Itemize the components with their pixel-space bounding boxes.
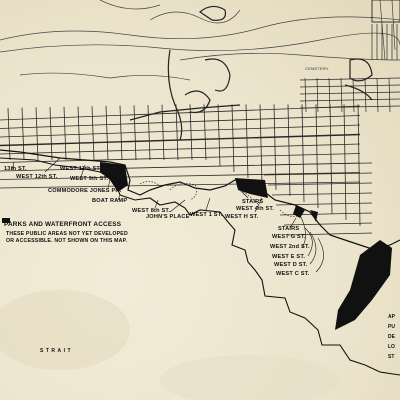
street-line bbox=[189, 104, 193, 161]
street-line bbox=[328, 77, 331, 113]
street-line bbox=[304, 77, 307, 113]
street-line bbox=[301, 104, 305, 203]
street-line bbox=[175, 104, 179, 161]
label-west-d-st: WEST D ST. bbox=[274, 262, 308, 268]
street-line bbox=[271, 192, 373, 196]
ravine-dots bbox=[139, 181, 301, 217]
street-line bbox=[263, 172, 373, 176]
street-line bbox=[343, 104, 347, 221]
street-line bbox=[63, 106, 67, 161]
street-line bbox=[203, 104, 207, 161]
paper-stain bbox=[160, 355, 340, 400]
street-line bbox=[376, 77, 379, 113]
label-west-1-st: WEST 1 ST. bbox=[190, 212, 223, 218]
street-line bbox=[217, 104, 221, 167]
street-line bbox=[7, 107, 11, 161]
street-line bbox=[299, 98, 400, 102]
street-line bbox=[273, 104, 277, 191]
paper-stain bbox=[0, 290, 130, 370]
street-line bbox=[259, 104, 263, 185]
street-line bbox=[316, 77, 319, 113]
street-line bbox=[105, 105, 109, 161]
street-grid bbox=[0, 104, 373, 236]
street-line bbox=[0, 105, 361, 121]
svg-text:ST: ST bbox=[388, 354, 394, 360]
hill-roads bbox=[129, 5, 373, 141]
label-strait: STRAIT bbox=[40, 348, 73, 354]
street-line bbox=[0, 115, 361, 129]
legend-line-2: OR ACCESSIBLE. NOT SHOWN ON THIS MAP. bbox=[6, 238, 128, 244]
legend-line-1: THESE PUBLIC AREAS NOT YET DEVELOPED bbox=[6, 231, 128, 237]
label-13th-st: 13th ST. bbox=[4, 166, 27, 172]
label-west-11th-st: WEST 11th ST. bbox=[60, 166, 101, 172]
label-west-9th-st: WEST 9th ST. bbox=[70, 176, 108, 182]
street-line bbox=[287, 104, 291, 197]
legend-title: PARKS AND WATERFRONT ACCESS bbox=[4, 221, 122, 228]
street-line bbox=[283, 222, 373, 226]
right-edge-note: AP PU DE LO ST bbox=[388, 314, 396, 360]
corner-inset-box bbox=[371, 0, 400, 23]
bluff-line bbox=[0, 149, 400, 251]
street-grid-upper-right bbox=[299, 24, 400, 113]
legend-swatch bbox=[2, 218, 10, 223]
street-line bbox=[0, 133, 361, 147]
street-line bbox=[315, 104, 319, 209]
street-line bbox=[259, 162, 373, 166]
street-line bbox=[35, 107, 39, 161]
svg-text:LO: LO bbox=[388, 344, 395, 350]
street-line bbox=[0, 124, 361, 138]
label-stairs-2: STAIRS bbox=[278, 226, 299, 232]
street-line bbox=[91, 106, 95, 161]
street-line bbox=[299, 105, 400, 109]
street-line bbox=[352, 77, 355, 113]
street-line bbox=[388, 77, 391, 113]
street-line bbox=[0, 181, 361, 189]
label-west-8th-st: WEST 8th ST. bbox=[132, 208, 170, 214]
legend: PARKS AND WATERFRONT ACCESS THESE PUBLIC… bbox=[2, 218, 128, 244]
street-line bbox=[287, 232, 373, 236]
street-line bbox=[329, 104, 333, 215]
label-johns-place: JOHN'S PLACE bbox=[146, 214, 190, 220]
street-line bbox=[357, 104, 361, 227]
label-west-e-st: WEST E ST. bbox=[272, 254, 305, 260]
label-west-g-st: WEST G ST. bbox=[272, 234, 306, 240]
street-line bbox=[119, 105, 123, 161]
street-line bbox=[49, 107, 53, 161]
cemetery-label: CEMETERY bbox=[305, 66, 329, 71]
street-line bbox=[231, 104, 235, 173]
street-line bbox=[364, 77, 367, 113]
street-line bbox=[21, 107, 25, 161]
street-line bbox=[161, 104, 165, 161]
leader-lines bbox=[11, 157, 324, 273]
label-west-h-st: WEST H ST. bbox=[225, 214, 259, 220]
street-line bbox=[0, 143, 361, 155]
park-areas bbox=[100, 162, 392, 330]
street-line bbox=[0, 153, 361, 163]
street-line bbox=[133, 105, 137, 161]
street-line bbox=[0, 172, 361, 180]
street-line bbox=[299, 84, 400, 88]
street-line bbox=[245, 104, 249, 179]
svg-text:PU: PU bbox=[388, 324, 395, 330]
label-boat-ramp: BOAT RAMP bbox=[92, 198, 127, 204]
label-west-12th-st: WEST 12th ST. bbox=[16, 174, 58, 180]
label-stairs-1: STAIRS bbox=[242, 199, 263, 205]
svg-text:DE: DE bbox=[388, 334, 396, 340]
street-line bbox=[147, 104, 151, 161]
street-line bbox=[340, 77, 343, 113]
svg-text:AP: AP bbox=[388, 314, 396, 320]
street-line bbox=[77, 106, 81, 161]
label-west-4th-st: WEST 4th ST. bbox=[236, 206, 274, 212]
street-line bbox=[299, 91, 400, 95]
hill-contours bbox=[0, 0, 400, 81]
label-west-2nd-st: WEST 2nd ST. bbox=[270, 244, 310, 250]
street-line bbox=[299, 77, 400, 81]
label-commodore-jones-pk: COMMODORE JONES PK. bbox=[48, 188, 122, 194]
label-west-c-st: WEST C ST. bbox=[276, 271, 310, 277]
street-line bbox=[267, 182, 373, 186]
